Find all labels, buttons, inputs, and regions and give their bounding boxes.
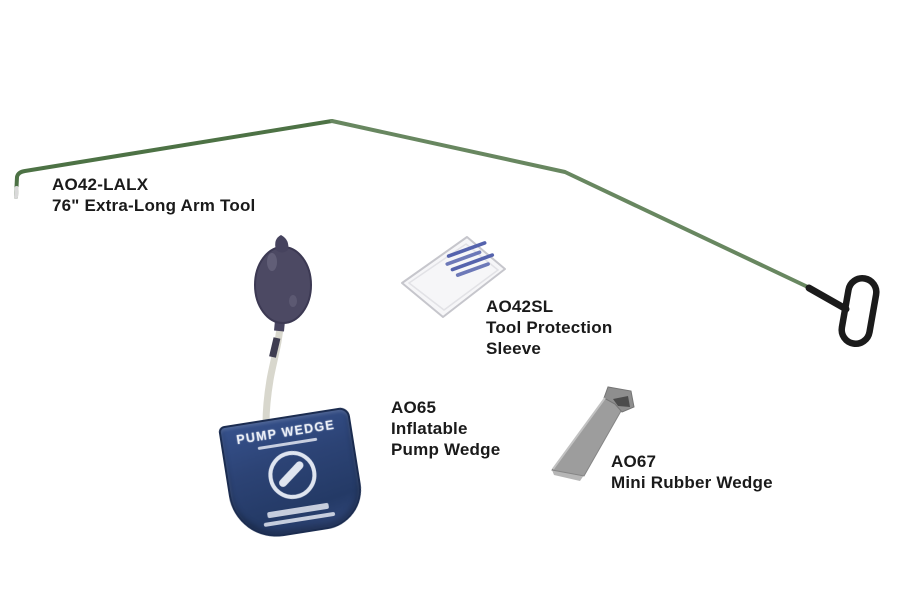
label-arm-tool: AO42-LALX 76" Extra-Long Arm Tool bbox=[52, 174, 255, 216]
mini-rubber-wedge bbox=[551, 386, 635, 481]
tube-connector bbox=[269, 337, 281, 358]
bulb-valve-nub bbox=[275, 235, 289, 253]
part-name: 76" Extra-Long Arm Tool bbox=[52, 196, 256, 215]
protection-sleeve bbox=[401, 236, 506, 318]
part-name: Sleeve bbox=[486, 339, 542, 358]
part-code: AO42SL bbox=[486, 297, 554, 316]
sleeve-printed-text bbox=[445, 241, 495, 277]
air-tube bbox=[262, 314, 285, 428]
inflator-bulb-and-tube bbox=[254, 235, 312, 428]
handle-loop bbox=[805, 275, 880, 347]
part-name: Tool Protection bbox=[486, 318, 613, 337]
brand-logo-icon bbox=[264, 447, 320, 503]
part-name: Inflatable bbox=[391, 419, 468, 438]
part-code: AO67 bbox=[611, 452, 657, 471]
long-arm-tool bbox=[14, 119, 880, 347]
tool-tip bbox=[14, 186, 19, 199]
part-code: AO65 bbox=[391, 398, 437, 417]
part-name: Mini Rubber Wedge bbox=[611, 473, 773, 492]
part-code: AO42-LALX bbox=[52, 175, 149, 194]
part-name: Pump Wedge bbox=[391, 440, 501, 459]
wedge-notch bbox=[613, 396, 630, 407]
label-pump-wedge: AO65 Inflatable Pump Wedge bbox=[391, 397, 500, 460]
squeeze-bulb bbox=[254, 246, 312, 324]
label-sleeve: AO42SL Tool Protection Sleeve bbox=[486, 296, 612, 359]
label-mini-wedge: AO67 Mini Rubber Wedge bbox=[611, 451, 773, 493]
